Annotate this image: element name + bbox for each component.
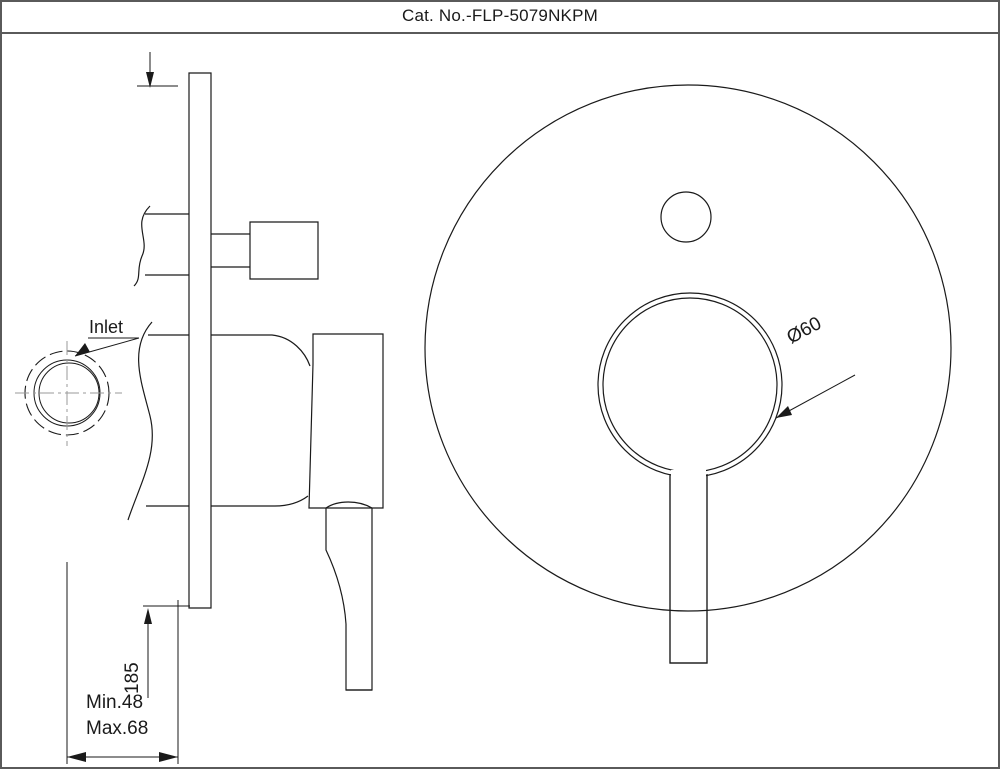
drawing-area: Ø60 bbox=[0, 34, 1000, 767]
inlet-callout: Inlet bbox=[74, 317, 140, 357]
catalog-number-title: Cat. No.-FLP-5079NKPM bbox=[402, 6, 598, 25]
diameter-dimension-callout: Ø60 bbox=[775, 313, 856, 419]
diverter-knob-assembly bbox=[211, 221, 319, 280]
lever-handle-outline bbox=[669, 476, 708, 664]
lever-handle-front bbox=[669, 474, 708, 664]
inlet-port bbox=[15, 341, 122, 446]
inlet-label: Inlet bbox=[89, 317, 123, 337]
height-dimension-label: 185 bbox=[122, 662, 143, 694]
depth-min-label: Min.48 bbox=[86, 692, 143, 713]
depth-dimension-min-max: Min.48 Max.68 bbox=[66, 52, 179, 764]
dimension-set: 185 Min.48 Max.68 bbox=[66, 52, 190, 764]
valve-body-side bbox=[127, 321, 311, 521]
height-dimension-185: 185 bbox=[122, 605, 190, 698]
diameter-dimension-label: Ø60 bbox=[783, 313, 825, 348]
side-section-view: Inlet bbox=[15, 72, 384, 691]
escutcheon-plate-circle bbox=[424, 84, 952, 612]
hub-lever-junction-mask bbox=[671, 470, 706, 480]
sheet-border-top bbox=[0, 0, 1000, 2]
sheet-border-right bbox=[998, 0, 1000, 769]
handle-hub-outer-circle bbox=[597, 292, 783, 478]
diverter-button-circle bbox=[660, 191, 712, 243]
wall-escutcheon-plate-side bbox=[188, 72, 212, 609]
title-block: Cat. No.-FLP-5079NKPM bbox=[0, 0, 1000, 32]
handle-hub-inner-circle bbox=[602, 297, 778, 473]
title-block-divider bbox=[0, 32, 1000, 34]
sheet-border-bottom bbox=[0, 767, 1000, 769]
handle-hub-side bbox=[308, 333, 384, 509]
sheet-border-left bbox=[0, 0, 2, 769]
front-elevation-view: Ø60 bbox=[424, 84, 952, 664]
diverter-body-side bbox=[133, 205, 189, 287]
lever-arm-side bbox=[325, 501, 373, 691]
depth-max-label: Max.68 bbox=[86, 718, 148, 739]
